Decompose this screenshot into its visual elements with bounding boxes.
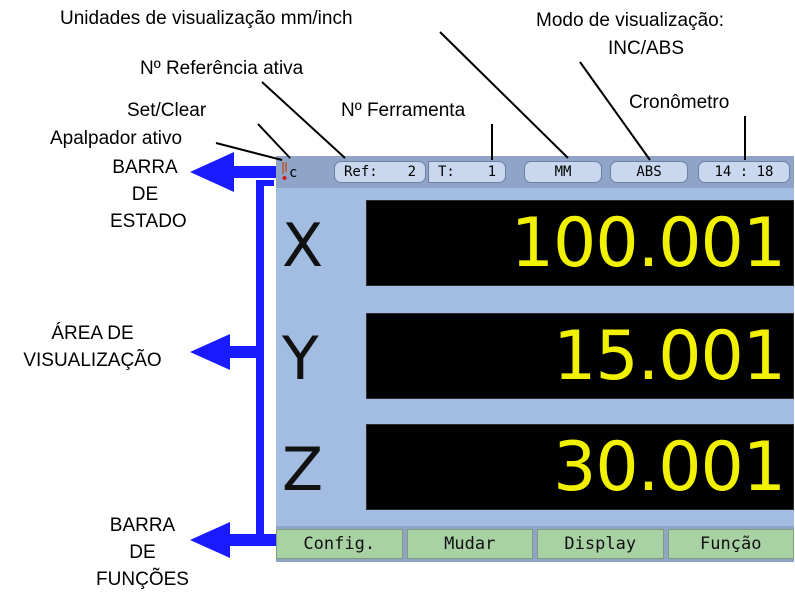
tool-pill: T: 1	[428, 161, 506, 183]
axis-letter-x: X	[282, 211, 324, 281]
arrow-display-area	[190, 334, 256, 370]
axis-readout-z: 30.001	[366, 424, 794, 510]
leader-mode	[579, 61, 651, 161]
label-display-area: ÁREA DE VISUALIZAÇÃO	[0, 320, 185, 374]
config-button[interactable]: Config.	[276, 529, 403, 559]
display-bracket-top	[256, 180, 274, 186]
function-bar: Config. Mudar Display Função	[276, 526, 794, 562]
ref-label: Ref:	[344, 164, 378, 180]
leader-set-clear	[257, 123, 291, 159]
arrow-function-bar	[190, 522, 276, 558]
label-function-bar-line1: BARRA DE	[109, 515, 176, 563]
ref-pill: Ref: 2	[334, 161, 426, 183]
axis-letter-y: Y	[282, 324, 319, 394]
callout-tool: Nº Ferramenta	[341, 100, 466, 121]
leader-units	[439, 31, 569, 159]
callout-units: Unidades de visualização mm/inch	[60, 8, 353, 29]
funcao-button[interactable]: Função	[667, 529, 794, 559]
label-status-bar: BARRA DE ESTADO	[110, 154, 187, 235]
label-display-area-line2: VISUALIZAÇÃO	[23, 350, 162, 371]
label-status-bar-line1: BARRA DE	[112, 157, 178, 205]
probe-indicator: c	[278, 162, 298, 184]
tool-label: T:	[438, 164, 455, 180]
mode-value: ABS	[636, 164, 662, 180]
axis-readout-y: 15.001	[366, 313, 794, 399]
display-bracket	[256, 180, 264, 542]
axis-value-x: 100.001	[510, 204, 786, 283]
label-status-bar-line2: ESTADO	[110, 211, 187, 232]
timer-value: 14 : 18	[714, 164, 774, 180]
set-clear-indicator: c	[289, 165, 298, 181]
annotation-overlay	[190, 31, 746, 558]
callout-timer: Cronômetro	[629, 92, 730, 113]
tool-value: 1	[487, 164, 496, 180]
mudar-button[interactable]: Mudar	[406, 529, 533, 559]
units-value: MM	[554, 164, 572, 180]
ref-value: 2	[407, 164, 416, 180]
arrow-status-bar	[190, 152, 276, 192]
axis-value-y: 15.001	[553, 317, 786, 396]
status-bar: c Ref: 2 T: 1 MM ABS 14 : 18	[276, 156, 794, 188]
units-pill: MM	[524, 161, 602, 183]
callout-probe: Apalpador ativo	[50, 128, 183, 149]
callout-ref: Nº Referência ativa	[140, 58, 304, 79]
label-function-bar-line2: FUNÇÕES	[96, 569, 189, 590]
axis-readout-x: 100.001	[366, 200, 794, 286]
callout-set-clear: Set/Clear	[127, 100, 207, 121]
callout-mode-line2: INC/ABS	[608, 38, 685, 59]
probe-icon	[282, 162, 287, 180]
label-display-area-line1: ÁREA DE	[51, 323, 134, 344]
leader-probe	[215, 142, 283, 161]
mode-pill: ABS	[610, 161, 688, 183]
callout-mode-line1: Modo de visualização:	[536, 10, 724, 31]
leader-ref	[261, 81, 346, 159]
axis-value-z: 30.001	[553, 428, 786, 507]
timer-pill: 14 : 18	[698, 161, 790, 183]
axis-letter-z: Z	[282, 435, 324, 505]
dro-screen: c Ref: 2 T: 1 MM ABS 14 : 18 X 100.001 Y…	[276, 156, 794, 562]
display-button[interactable]: Display	[537, 529, 664, 559]
